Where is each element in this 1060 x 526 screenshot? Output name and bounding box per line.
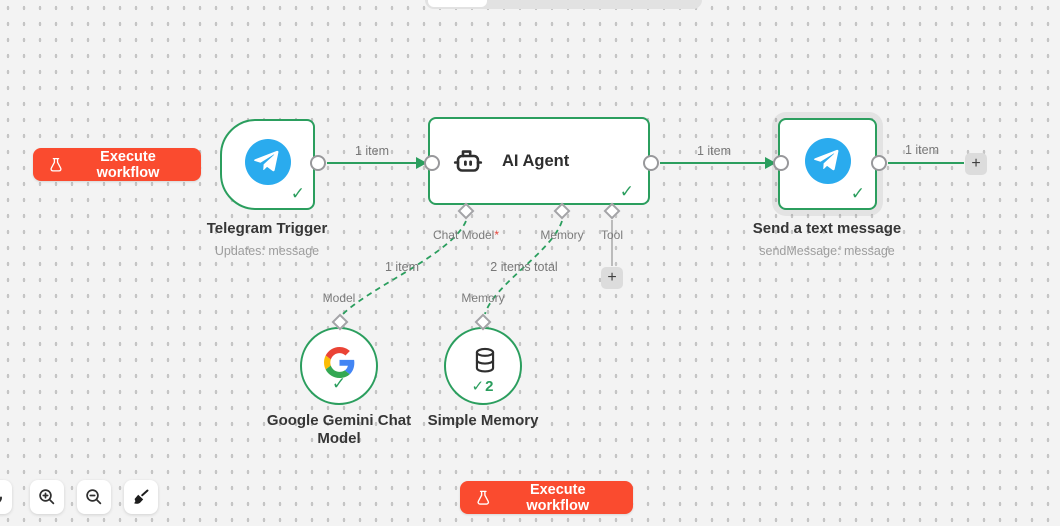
- reset-zoom-icon: [0, 496, 2, 501]
- node-telegram-trigger[interactable]: ✓: [220, 119, 315, 210]
- telegram-trigger-title: Telegram Trigger: [206, 220, 328, 237]
- memory-items-count: 2: [485, 378, 495, 395]
- required-asterisk: *: [494, 228, 500, 242]
- send-message-title: Send a text message: [752, 220, 902, 237]
- zoom-in-button[interactable]: [30, 480, 64, 514]
- edge-label-memory-branch: 2 items total: [490, 260, 558, 274]
- agent-input-port[interactable]: [424, 155, 440, 171]
- success-check-icon: ✓: [850, 184, 865, 203]
- execute-workflow-label: Execute workflow: [526, 481, 590, 514]
- reset-zoom-button[interactable]: [0, 480, 12, 514]
- success-check-icon: ✓: [331, 374, 347, 393]
- edge-label-trigger-agent: 1 item: [354, 144, 390, 158]
- edge-label-agent-send: 1 item: [696, 144, 732, 158]
- model-sub-port-label: Model: [322, 291, 356, 305]
- send-message-subtitle: sendMessage: message: [759, 244, 895, 258]
- success-check-icon: ✓: [290, 184, 305, 203]
- success-check-icon: ✓: [619, 182, 634, 201]
- google-icon: [324, 347, 355, 378]
- memory-port-label: Memory: [540, 228, 584, 242]
- edge-trigger-to-agent-arrow: [416, 157, 427, 169]
- node-ai-agent[interactable]: AI Agent ✓: [428, 117, 650, 205]
- chat-model-port-label: Chat Model*: [432, 228, 500, 242]
- active-tab-indicator: [428, 0, 487, 7]
- tool-port-label: Tool: [600, 228, 623, 242]
- broom-icon: [134, 489, 149, 504]
- zoom-out-button[interactable]: [77, 480, 111, 514]
- node-google-gemini-chat-model[interactable]: ✓: [300, 327, 378, 405]
- edge-agent-to-send-arrow: [765, 157, 776, 169]
- agent-output-port[interactable]: [643, 155, 659, 171]
- robot-icon: [453, 150, 483, 172]
- zoom-in-icon: [39, 489, 55, 505]
- edge-model-branch[interactable]: [342, 220, 467, 315]
- top-tab-bar-partial: [425, 0, 702, 9]
- success-check-count: ✓2: [471, 378, 495, 395]
- node-simple-memory[interactable]: ✓2: [444, 327, 522, 405]
- simple-memory-title: Simple Memory: [427, 412, 539, 429]
- flask-icon: [477, 490, 490, 505]
- execute-workflow-button-bottom[interactable]: Execute workflow: [460, 481, 633, 514]
- trigger-output-port[interactable]: [310, 155, 326, 171]
- edge-memory-branch[interactable]: [484, 220, 563, 315]
- execute-workflow-label: Execute workflow: [96, 148, 160, 181]
- add-tool-button[interactable]: +: [601, 267, 623, 289]
- flask-icon: [50, 157, 62, 172]
- telegram-icon: [245, 139, 291, 185]
- tidy-up-button[interactable]: [124, 480, 158, 514]
- gemini-title: Google Gemini Chat Model: [266, 412, 412, 447]
- database-icon: [475, 347, 495, 373]
- send-output-port[interactable]: [871, 155, 887, 171]
- telegram-icon: [805, 138, 851, 184]
- ai-agent-title: AI Agent: [502, 151, 570, 170]
- send-input-port[interactable]: [773, 155, 789, 171]
- execute-workflow-button-top[interactable]: Execute workflow: [33, 148, 201, 181]
- add-node-button[interactable]: +: [965, 153, 987, 175]
- edge-label-send-new: 1 item: [904, 143, 940, 157]
- telegram-trigger-subtitle: Updates: message: [214, 244, 320, 258]
- memory-sub-port-label: Memory: [461, 291, 505, 305]
- zoom-out-icon: [86, 489, 102, 505]
- edge-label-model-branch: 1 item: [384, 260, 420, 274]
- node-send-text-message[interactable]: ✓: [778, 118, 877, 210]
